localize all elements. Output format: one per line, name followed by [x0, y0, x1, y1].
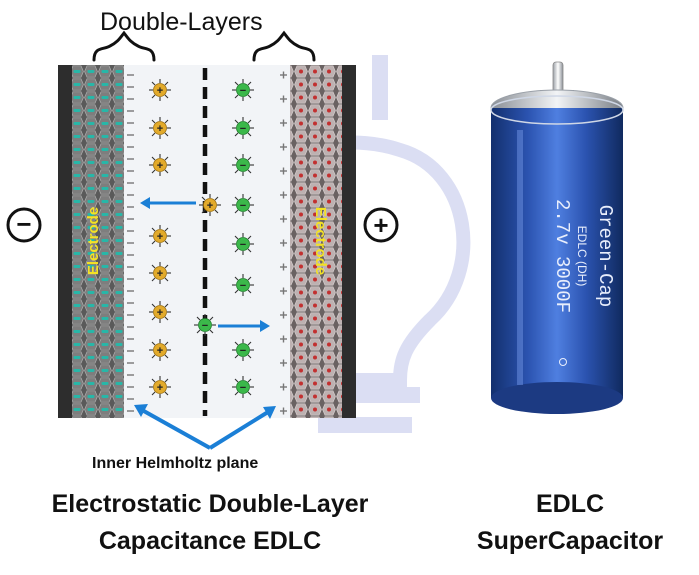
edlc-caption-line2: Capacitance EDLC — [98, 527, 322, 555]
cation-ion: + — [199, 194, 221, 216]
cation-ion: + — [149, 117, 171, 139]
capacitor-body — [491, 108, 623, 398]
cation-ions: + + + + + + + — [149, 79, 221, 398]
svg-text:+: + — [157, 345, 163, 357]
left-surface-charges — [127, 74, 134, 412]
left-current-collector — [58, 65, 72, 418]
capacitor-bottom — [491, 382, 623, 414]
svg-text:−: − — [240, 280, 246, 292]
product-caption-line2: SuperCapacitor — [476, 527, 664, 555]
anion-ion: − — [232, 79, 254, 101]
anion-ion: − — [232, 194, 254, 216]
svg-text:−: − — [240, 239, 246, 251]
electrode-left-label: Electrode — [85, 207, 102, 275]
svg-text:+: + — [157, 231, 163, 243]
svg-text:+: + — [157, 307, 163, 319]
anion-ion: − — [232, 376, 254, 398]
svg-text:+: + — [157, 382, 163, 394]
svg-text:−: − — [240, 200, 246, 212]
cation-ion: + — [149, 301, 171, 323]
svg-text:−: − — [240, 160, 246, 172]
double-layers-title: Double-Layers — [100, 8, 263, 36]
capacitor-brand-text: Green-Cap — [594, 205, 616, 308]
svg-text:−: − — [240, 85, 246, 97]
capacitor-series-text: EDLC (DH) — [575, 226, 589, 287]
right-current-collector — [342, 65, 356, 418]
svg-text:−: − — [16, 209, 31, 239]
svg-text:−: − — [202, 320, 208, 332]
right-electrode — [290, 65, 342, 418]
svg-text:+: + — [373, 210, 388, 240]
anion-ion: − — [232, 154, 254, 176]
right-surface-charges — [280, 71, 287, 415]
svg-text:+: + — [157, 160, 163, 172]
negative-terminal-icon: − — [6, 207, 42, 243]
double-layer-braces — [92, 30, 316, 62]
left-electrode — [72, 65, 124, 418]
inner-helmholtz-plane-label: Inner Helmholtz plane — [92, 455, 259, 472]
anion-ion: − — [232, 339, 254, 361]
cation-ion: + — [149, 376, 171, 398]
cation-ion: + — [149, 262, 171, 284]
svg-text:−: − — [240, 382, 246, 394]
anion-ion: − — [232, 233, 254, 255]
edlc-caption-line1: Electrostatic Double-Layer — [51, 490, 369, 518]
anion-ion: − — [194, 314, 216, 336]
svg-text:+: + — [207, 200, 213, 212]
svg-text:−: − — [240, 123, 246, 135]
svg-text:+: + — [157, 268, 163, 280]
cation-ion: + — [149, 154, 171, 176]
helmholtz-plane-pointer — [134, 404, 276, 450]
svg-text:−: − — [240, 345, 246, 357]
migration-arrows — [140, 197, 270, 332]
cation-ion: + — [149, 225, 171, 247]
anion-ions: − − − − − − − — [194, 79, 254, 398]
supercapacitor-image: Green-Cap EDLC (DH) 2.7v 3000F — [490, 61, 624, 414]
electrode-right-label: Electrode — [312, 207, 329, 275]
anion-ion: − — [232, 117, 254, 139]
positive-terminal-icon: + — [363, 207, 399, 243]
svg-text:+: + — [157, 85, 163, 97]
capacitor-rating-text: 2.7v 3000F — [551, 199, 573, 313]
product-caption-line1: EDLC — [535, 490, 605, 518]
cation-ion: + — [149, 339, 171, 361]
cation-ion: + — [149, 79, 171, 101]
anion-ion: − — [232, 274, 254, 296]
svg-text:+: + — [157, 123, 163, 135]
